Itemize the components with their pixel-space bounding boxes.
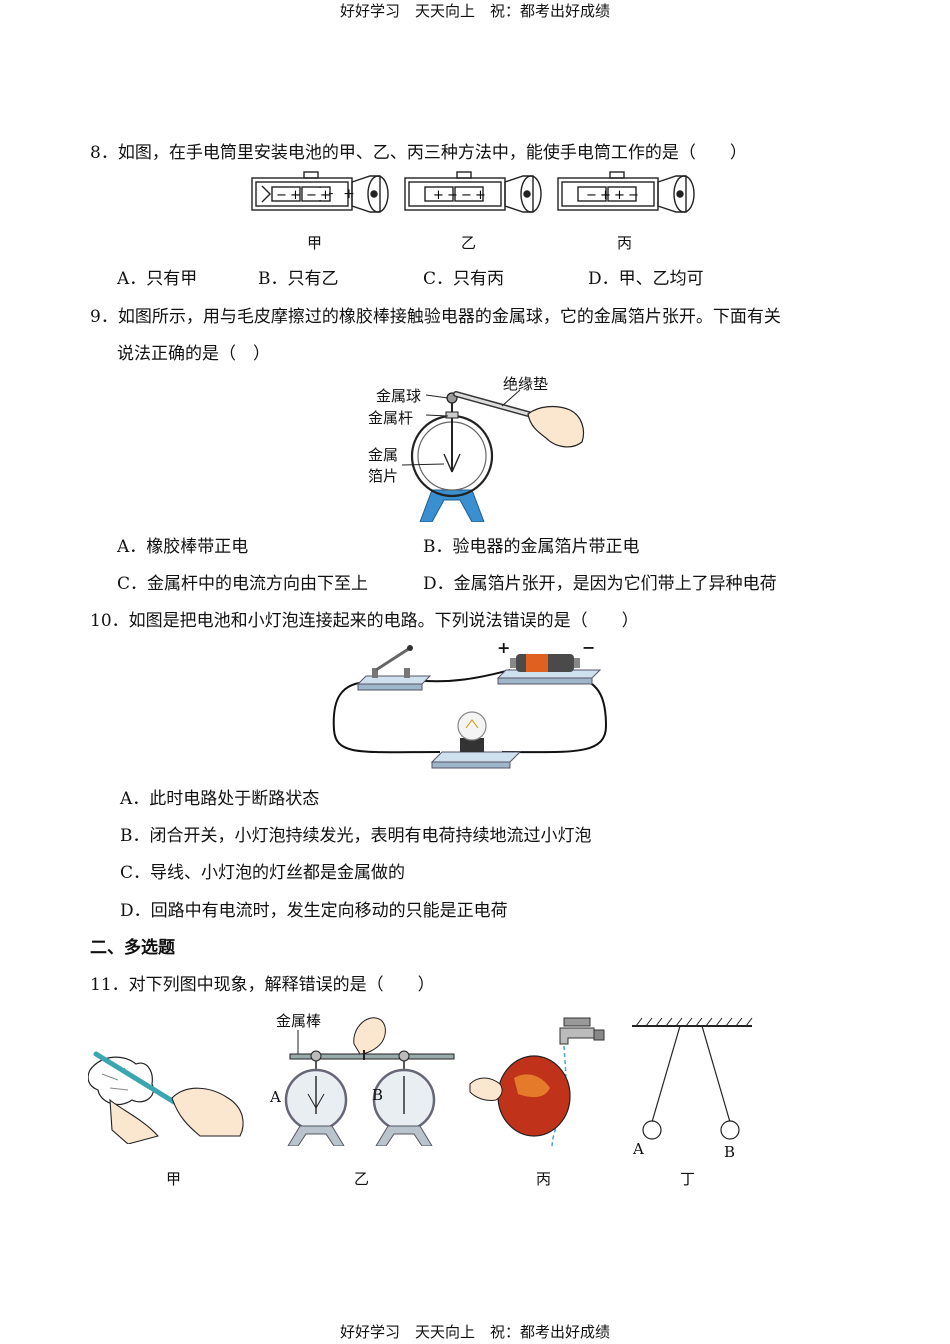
svg-text:+: + [320,188,331,203]
q8-option-b[interactable]: B．只有乙 [258,269,339,289]
q9-option-a[interactable]: A．橡胶棒带正电 [117,537,249,557]
svg-text:+: + [475,188,486,203]
q9-stem-line1: 9．如图所示，用与毛皮摩擦过的橡胶棒接触验电器的金属球，它的金属箔片张开。下面有… [90,307,781,327]
svg-text:−: − [628,188,639,203]
q9-label-pad: 绝缘垫 [503,375,549,393]
q11-figure-bing [469,1017,605,1149]
q8-flashlight-yi: + − − + [404,171,542,213]
q10-minus-sign: − [582,638,596,657]
q11-label-bing: 丙 [536,1170,552,1188]
q8-flashlight-figure [251,171,389,213]
svg-text:−: − [586,188,597,203]
q11-label-pendulum-b: B [724,1143,736,1161]
svg-text:−: − [461,188,472,203]
q8-flashlight-jia: − + − + [273,188,331,203]
q9-option-b[interactable]: B．验电器的金属箔片带正电 [423,537,640,557]
q9-option-d[interactable]: D．金属箔片张开，是因为它们带上了异种电荷 [423,574,777,594]
svg-text:+: + [290,188,301,203]
q9-option-c[interactable]: C．金属杆中的电流方向由下至上 [117,574,369,594]
q10-option-b[interactable]: B．闭合开关，小灯泡持续发光，表明有电荷持续地流过小灯泡 [120,826,592,846]
q9-label-foil-2: 箔片 [368,467,399,485]
q9-label-rod: 金属杆 [368,409,414,427]
page-footer: 好好学习 天天向上 祝：都考出好成绩 [339,1323,610,1341]
q8-option-a[interactable]: A．只有甲 [117,269,198,289]
q8-label-bing: 丙 [617,234,633,252]
q11-label-ding: 丁 [680,1170,696,1188]
q11-label-jia: 甲 [166,1170,182,1188]
q8-flashlight-bing: − + + − [557,171,695,213]
q11-label-yi: 乙 [354,1170,370,1188]
section-title: 二、多选题 [90,938,175,958]
q11-label-pendulum-a: A [633,1140,644,1158]
q8-option-c[interactable]: C．只有丙 [423,269,505,289]
q11-label-b: B [372,1086,384,1104]
q11-figure-yi [284,1017,455,1146]
svg-text:+: + [614,188,625,203]
q10-option-d[interactable]: D．回路中有电流时，发生定向移动的只能是正电荷 [120,901,508,921]
q8-label-jia: 甲 [307,234,323,252]
q10-option-c[interactable]: C．导线、小灯泡的灯丝都是金属做的 [120,863,406,883]
page-header: 好好学习 天天向上 祝：都考出好成绩 [339,2,610,20]
q11-label-a: A [270,1088,281,1106]
q11-label-metal-rod: 金属棒 [276,1012,322,1030]
q8-stem: 8．如图，在手电筒里安装电池的甲、乙、丙三种方法中，能使手电筒工作的是（ ） [90,143,747,163]
q10-circuit-figure [332,645,608,769]
svg-text:−: − [447,188,458,203]
q9-stem-line2: 说法正确的是（ ） [117,344,270,364]
q11-figure-jia [88,1051,244,1144]
svg-text:+: + [433,188,444,203]
svg-text:−: − [306,188,317,203]
q10-option-a[interactable]: A．此时电路处于断路状态 [120,789,320,809]
q10-stem: 10．如图是把电池和小灯泡连接起来的电路。下列说法错误的是（ ） [90,611,639,631]
q10-plus-sign: + [497,638,511,657]
q9-label-ball: 金属球 [376,387,422,405]
svg-text:−: − [276,188,287,203]
q9-electroscope-figure [401,389,585,522]
q11-figure-ding [632,1017,753,1140]
q11-stem: 11．对下列图中现象，解释错误的是（ ） [90,975,435,995]
q8-option-d[interactable]: D．甲、乙均可 [588,269,704,289]
svg-text:+: + [600,188,611,203]
q8-label-yi: 乙 [461,234,477,252]
q9-label-foil-1: 金属 [368,446,399,464]
